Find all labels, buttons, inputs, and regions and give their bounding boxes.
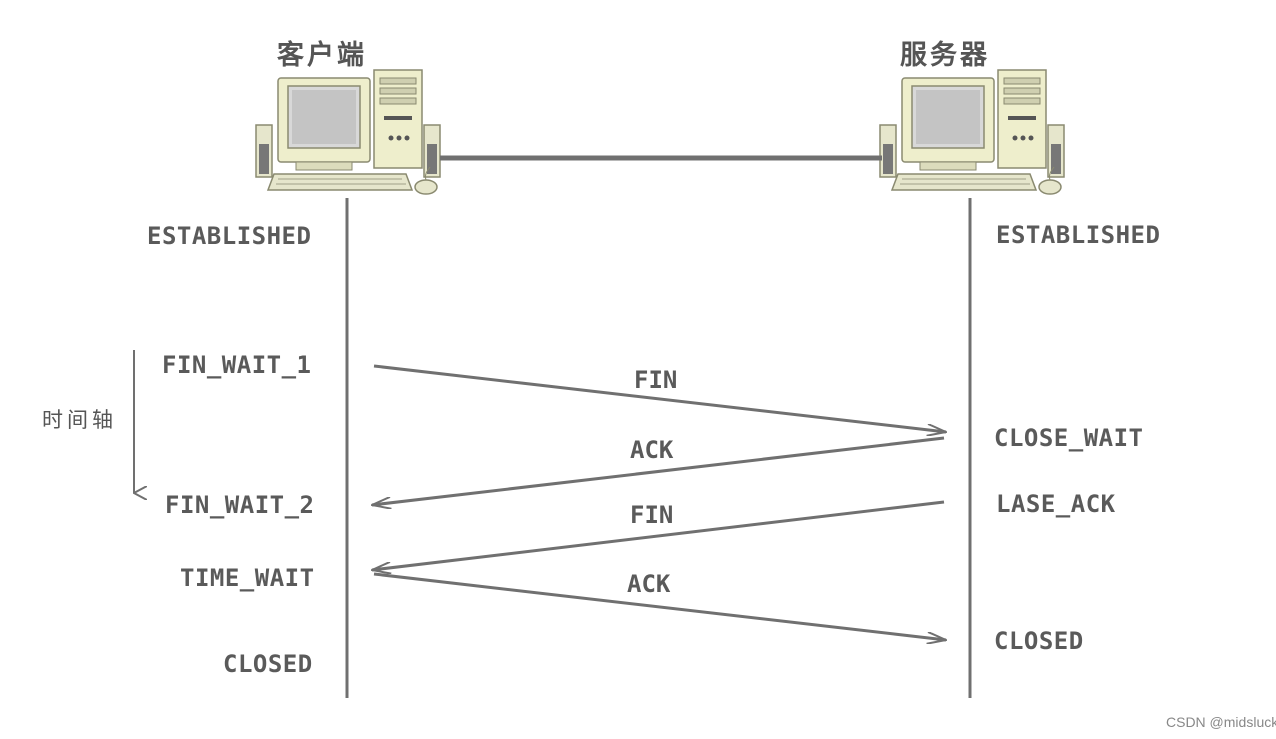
server-title: 服务器 bbox=[900, 40, 990, 71]
server-state-close-wait: CLOSE_WAIT bbox=[994, 424, 1144, 452]
client-state-fin-wait-2: FIN_WAIT_2 bbox=[165, 491, 315, 519]
time-axis-label: 时间轴 bbox=[42, 408, 117, 432]
ack-arrow-server-to-client bbox=[372, 436, 945, 505]
server-state-closed: CLOSED bbox=[994, 627, 1084, 655]
msg-label-fin-2: FIN bbox=[630, 501, 673, 529]
server-state-last-ack: LASE_ACK bbox=[996, 490, 1116, 518]
client-title: 客户端 bbox=[277, 39, 367, 71]
ack-arrow-client-to-server bbox=[373, 572, 946, 640]
client-computer-icon bbox=[255, 69, 441, 195]
msg-label-ack-1: ACK bbox=[630, 436, 674, 464]
client-state-fin-wait-1: FIN_WAIT_1 bbox=[162, 351, 312, 379]
server-computer-icon bbox=[879, 69, 1065, 195]
client-state-time-wait: TIME_WAIT bbox=[180, 564, 315, 592]
msg-label-fin-1: FIN bbox=[634, 366, 677, 394]
server-state-established: ESTABLISHED bbox=[996, 221, 1160, 249]
client-state-closed: CLOSED bbox=[223, 650, 313, 678]
fin-arrow-client-to-server bbox=[373, 364, 946, 432]
msg-label-ack-2: ACK bbox=[627, 570, 671, 598]
client-state-established: ESTABLISHED bbox=[147, 222, 311, 250]
watermark: CSDN @midslucky bbox=[1166, 714, 1276, 730]
fin-arrow-server-to-client bbox=[372, 500, 945, 570]
